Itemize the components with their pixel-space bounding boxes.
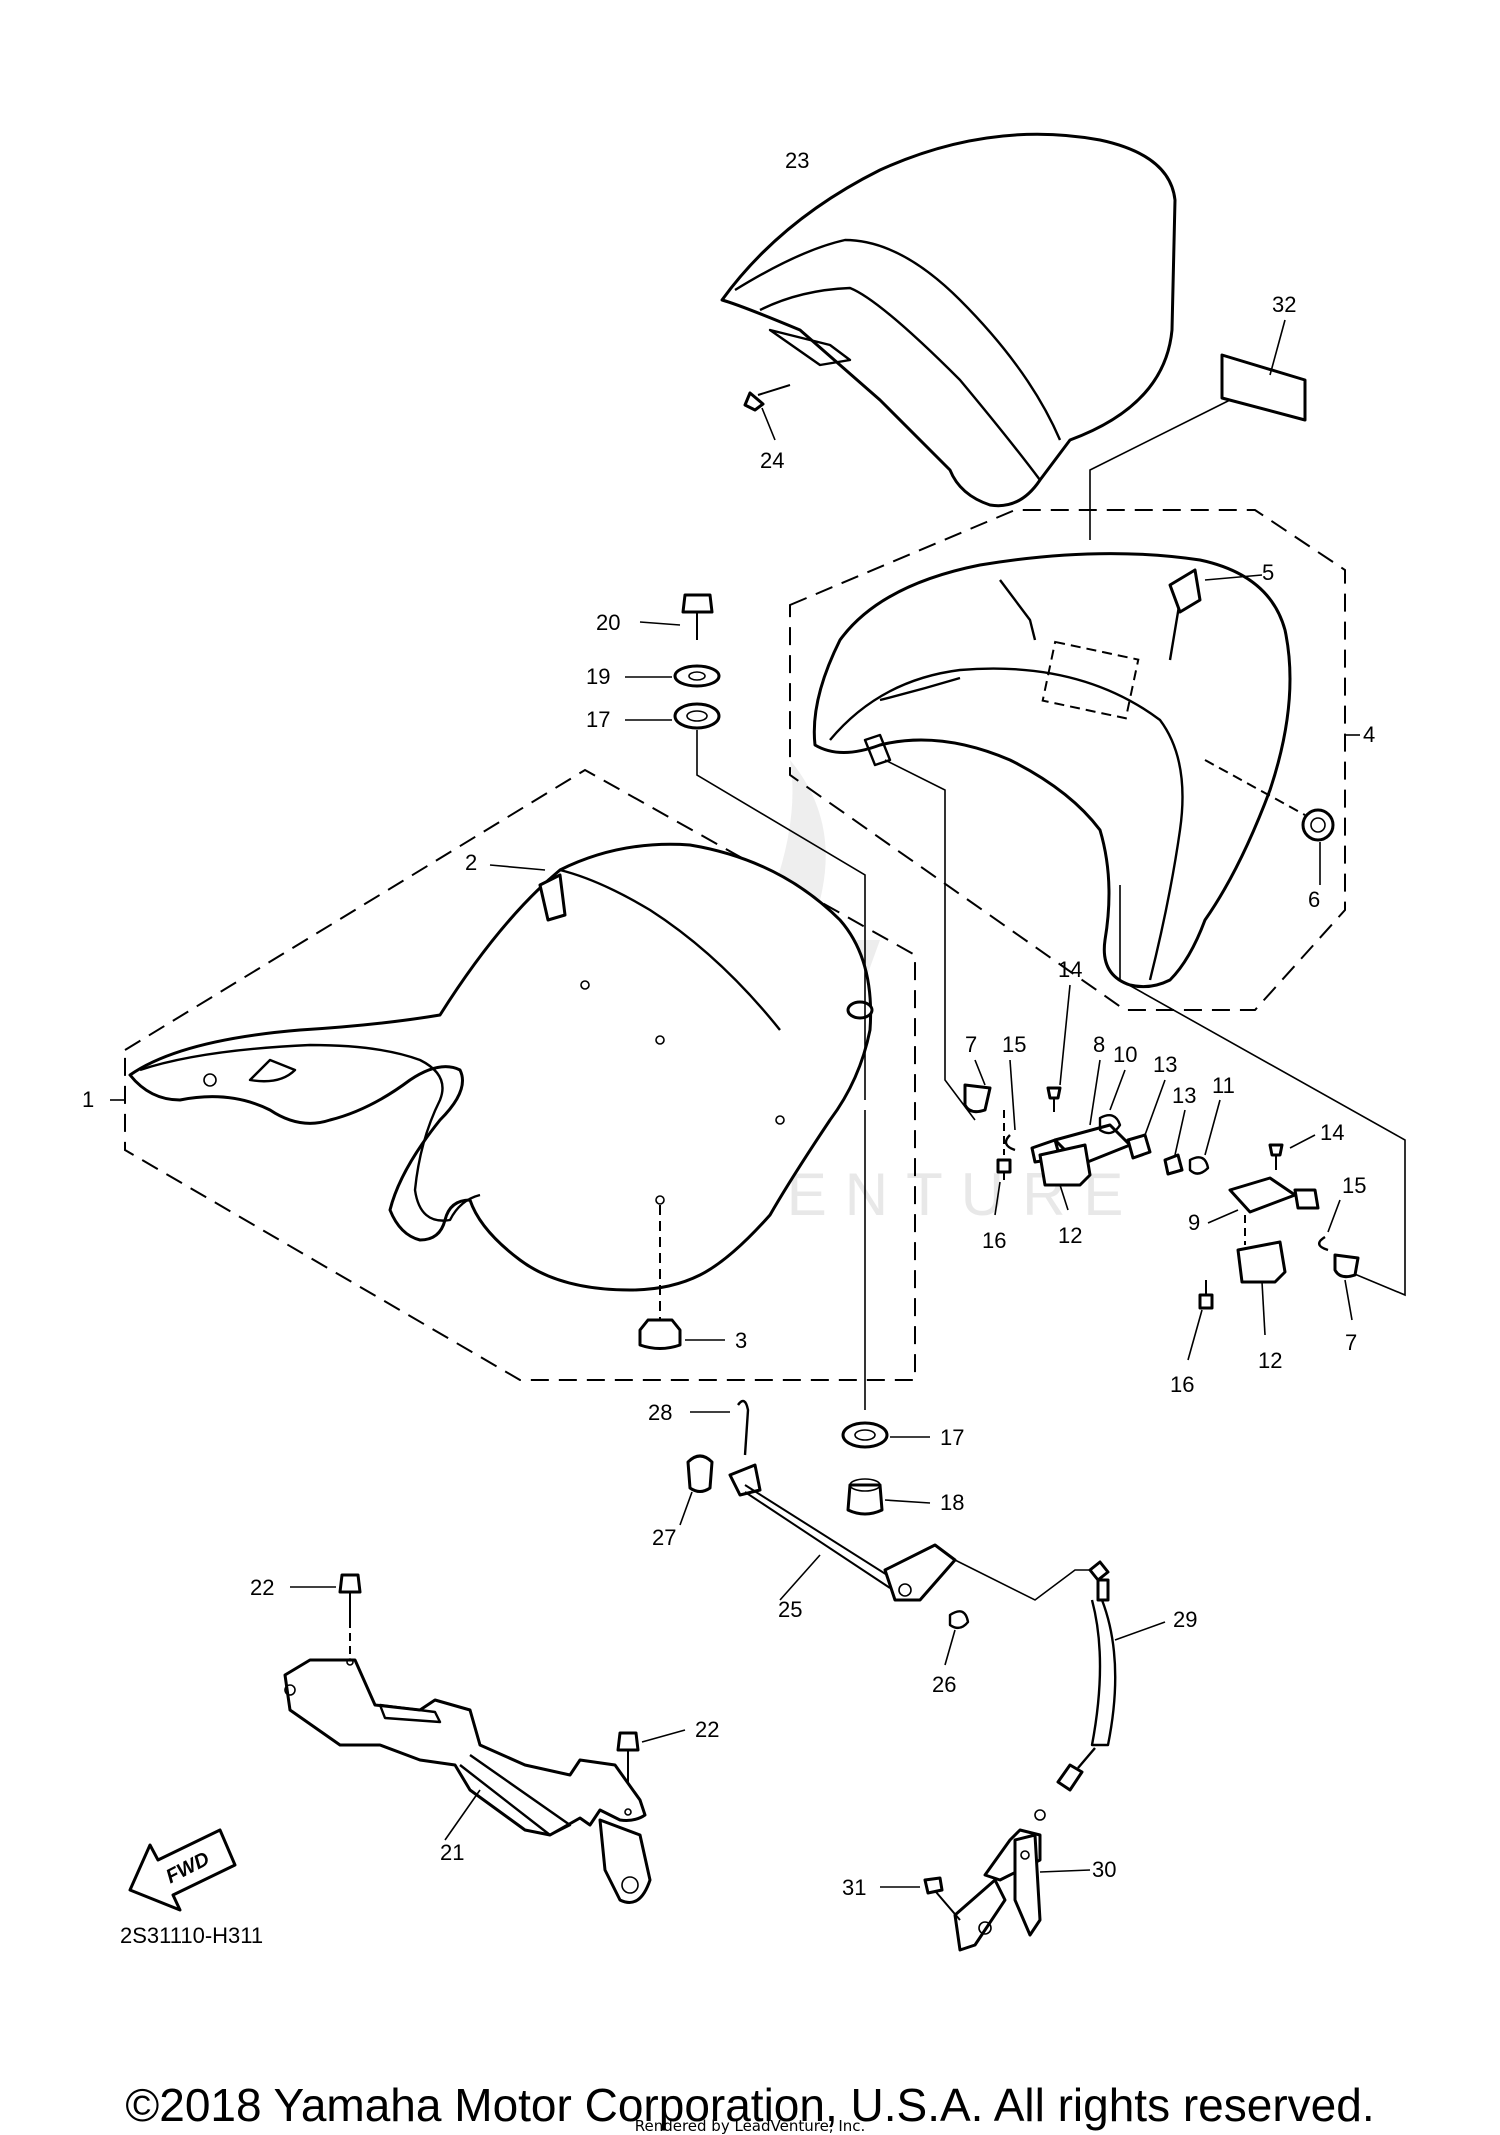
callout-7a: 7 (965, 1032, 977, 1057)
callout-14b: 14 (1320, 1120, 1344, 1145)
callout-31: 31 (842, 1875, 866, 1900)
bolt-22-left[interactable] (290, 1573, 362, 1660)
clip-28[interactable] (690, 1399, 750, 1456)
bolt-24[interactable] (743, 384, 791, 441)
callout-16a: 16 (982, 1228, 1006, 1253)
cable-29[interactable] (1034, 1560, 1166, 1821)
callout-22b: 22 (695, 1717, 719, 1742)
callout-6: 6 (1308, 887, 1320, 912)
front-seat-1[interactable] (128, 842, 874, 1292)
latch-plate-9[interactable] (1207, 1176, 1320, 1224)
diagram-code: 2S31110-H311 (120, 1923, 263, 1948)
tab-2[interactable] (489, 864, 567, 922)
callout-10: 10 (1113, 1042, 1137, 1067)
spring-10[interactable] (1098, 1069, 1126, 1135)
callout-25: 25 (778, 1597, 802, 1622)
bolt-16-lower[interactable] (1187, 1215, 1246, 1361)
callout-24: 24 (760, 448, 784, 473)
nut-6[interactable] (1204, 759, 1335, 885)
bolt-16-upper[interactable] (994, 1110, 1012, 1216)
collar-13-upper[interactable] (1126, 1079, 1166, 1160)
screw-14-upper[interactable] (1046, 984, 1071, 1112)
rendered-by-notice: Rendered by LeadVenture, Inc. (634, 2117, 866, 2135)
label-32[interactable] (1089, 319, 1307, 540)
callout-18: 18 (940, 1490, 964, 1515)
callout-15b: 15 (1342, 1173, 1366, 1198)
callout-20: 20 (596, 610, 620, 635)
spring-26[interactable] (944, 1610, 970, 1666)
grommet-17-lower[interactable] (841, 1421, 930, 1449)
callout-16b: 16 (1170, 1372, 1194, 1397)
callout-12b: 12 (1258, 1348, 1282, 1373)
copyright-notice: ©2018 Yamaha Motor Corporation, U.S.A. A… (125, 2079, 1375, 2131)
callout-13a: 13 (1153, 1052, 1177, 1077)
callout-30: 30 (1092, 1857, 1116, 1882)
callout-32: 32 (1272, 292, 1296, 317)
callout-5: 5 (1262, 560, 1274, 585)
screw-14-lower[interactable] (1268, 1134, 1316, 1170)
callout-14a: 14 (1058, 957, 1082, 982)
callout-27: 27 (652, 1525, 676, 1550)
callout-23: 23 (785, 148, 809, 173)
fwd-arrow: FWD (128, 1828, 237, 1912)
rear-seat-23[interactable] (720, 132, 1177, 508)
callout-4: 4 (1363, 722, 1375, 747)
callout-numbers: 23 24 32 5 4 6 20 19 17 2 1 3 7 15 14 8 … (82, 148, 1375, 1900)
callout-12a: 12 (1058, 1223, 1082, 1248)
hook-7-upper[interactable] (963, 1059, 992, 1114)
callout-22a: 22 (250, 1575, 274, 1600)
label-area-outline (1041, 640, 1140, 720)
collar-27[interactable] (679, 1454, 714, 1526)
callout-21: 21 (440, 1840, 464, 1865)
callout-1: 1 (82, 1087, 94, 1112)
spring-11[interactable] (1188, 1099, 1221, 1175)
bracket-12-lower[interactable] (1236, 1240, 1287, 1336)
hook-7-lower[interactable] (1333, 1253, 1360, 1321)
callout-17a: 17 (586, 707, 610, 732)
grommet-17-top[interactable] (625, 702, 721, 730)
seat-bracket-21[interactable] (283, 1658, 652, 1904)
latch-rod-25[interactable] (728, 1463, 957, 1602)
callout-11: 11 (1212, 1073, 1235, 1098)
collar-18[interactable] (846, 1478, 931, 1516)
callout-29: 29 (1173, 1607, 1197, 1632)
callout-26: 26 (932, 1672, 956, 1697)
callout-9: 9 (1188, 1210, 1200, 1235)
spring-15-upper[interactable] (1004, 1059, 1016, 1152)
group-4-outline (789, 509, 1346, 1011)
callout-3: 3 (735, 1328, 747, 1353)
callout-28: 28 (648, 1400, 672, 1425)
group-1-outline (124, 768, 916, 1381)
washer-19[interactable] (625, 664, 721, 688)
callout-8: 8 (1093, 1032, 1105, 1057)
callout-13b: 13 (1172, 1083, 1196, 1108)
bracket-12-upper[interactable] (1038, 1143, 1092, 1211)
callout-19: 19 (586, 664, 610, 689)
callout-15a: 15 (1002, 1032, 1026, 1057)
damper-3[interactable] (638, 1205, 725, 1350)
callout-2: 2 (465, 850, 477, 875)
seat-base-4[interactable] (812, 552, 1292, 989)
spring-15-lower[interactable] (1318, 1199, 1341, 1252)
collar-13-lower[interactable] (1163, 1109, 1186, 1176)
tab-5[interactable] (1168, 568, 1263, 614)
callout-17b: 17 (940, 1425, 964, 1450)
lever-30[interactable] (953, 1828, 1091, 1952)
callout-7b: 7 (1345, 1330, 1357, 1355)
bolt-20[interactable] (639, 593, 714, 640)
screw-31[interactable] (880, 1876, 961, 1921)
